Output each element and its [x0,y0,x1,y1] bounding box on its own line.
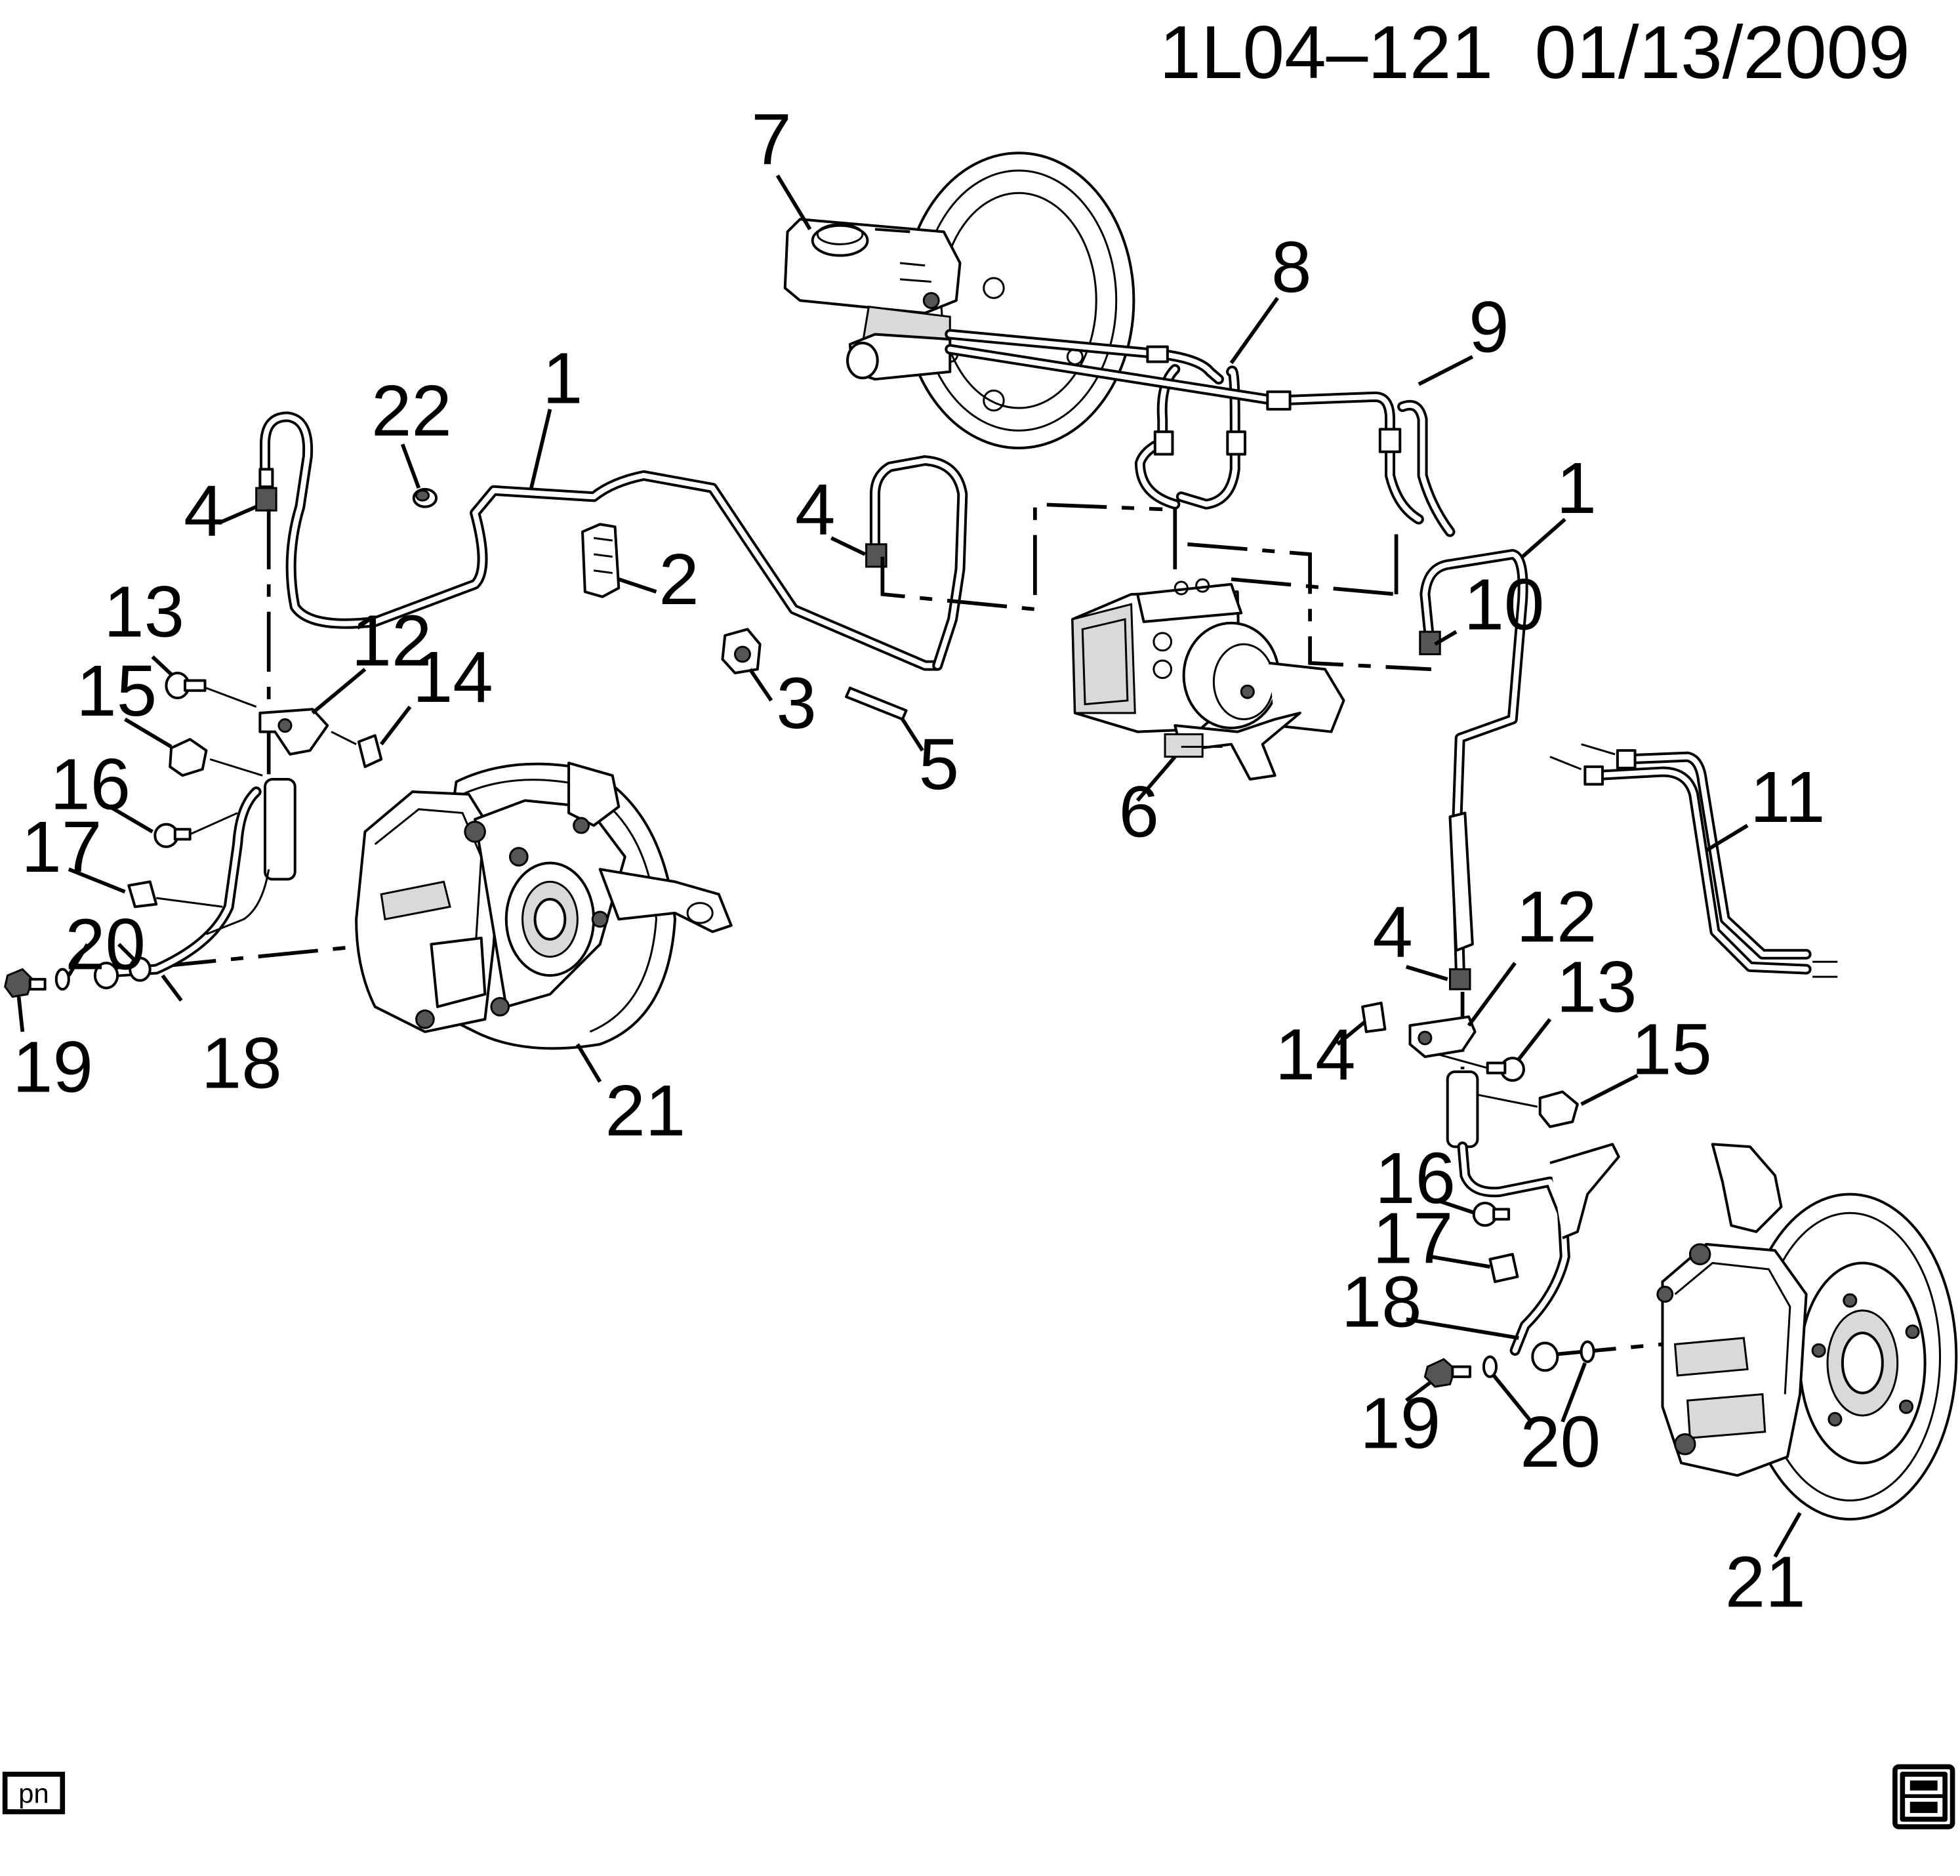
callout-3: 3 [776,663,816,744]
callout-14-right: 14 [1275,1014,1356,1095]
callout-15-left: 15 [76,651,157,731]
callout-22: 22 [371,371,452,451]
hose-sleeve-5 [846,688,906,720]
pipe-retainer-22 [414,489,436,507]
brake-pipe-8 [950,335,1245,504]
callout-5: 5 [919,724,959,805]
callout-13-right: 13 [1556,947,1637,1027]
bolt-16-right [1474,1203,1509,1225]
callout-1-right: 1 [1556,448,1596,529]
washer-20-right-a [1484,1356,1496,1376]
callout-8: 8 [1271,227,1311,308]
callout-9: 9 [1469,287,1509,367]
brake-hose-18-right [1448,1072,1619,1370]
callout-12-left: 12 [351,601,432,682]
clip-17-right [1490,1254,1517,1282]
callout-4-right: 4 [1372,892,1412,973]
callout-10: 10 [1463,564,1544,645]
callout-21-right: 21 [1725,1542,1806,1623]
brake-bracket-12-right [1410,1017,1475,1057]
clip-15-left [170,739,262,775]
drawing-id: 1L04–121 01/13/2009 [1159,11,1909,94]
bolt-19-right [1425,1359,1470,1387]
callout-18-left: 18 [201,1023,282,1104]
master-cylinder-reservoir [785,219,960,379]
callout-2: 2 [659,539,699,620]
bolt-13-left [166,673,256,706]
callout-1-left: 1 [542,338,582,418]
washer-20-left [56,969,69,989]
callout-21-left: 21 [605,1071,685,1151]
callout-leaders [16,174,1802,1558]
brake-pipe-1-left [265,417,962,665]
front-brake-assembly-21-left [356,763,731,1048]
callout-16-right: 16 [1375,1138,1456,1219]
clip-14-left [331,732,381,767]
callout-12-right: 12 [1517,877,1597,958]
washer-20-right-b [1582,1342,1594,1362]
clip-14-right [1362,1003,1385,1032]
pn-badge-label: pn [18,1778,49,1809]
brake-hose-18-left [95,779,295,988]
callout-6: 6 [1119,772,1159,853]
callout-19-right: 19 [1360,1383,1440,1463]
callout-17-right: 17 [1372,1198,1453,1278]
callout-7: 7 [751,99,791,180]
callout-13-left: 13 [104,572,184,653]
bolt-19-left [5,969,45,997]
callout-20-left: 20 [65,905,146,985]
clip-15-right [1475,1091,1578,1126]
brake-pipe-1-right [1420,554,1523,989]
brake-pipe-9 [950,349,1450,531]
pipe-clip-2 [582,524,619,597]
callout-16-left: 16 [50,744,131,825]
clip-17-left [129,882,222,907]
callout-19-left: 19 [12,1027,93,1107]
pipe-clip-3 [722,629,760,673]
front-brake-assembly-21-right [1658,1144,1956,1519]
callout-4-left: 4 [184,470,224,551]
callout-20-right: 20 [1520,1402,1601,1482]
pn-badge: pn [2,1772,66,1814]
pipe-fitting-4-left [256,469,276,510]
callout-11: 11 [1750,757,1826,838]
bolt-16-left [155,813,237,846]
abs-modulator [1072,579,1344,779]
bolt-13-right [1437,1054,1523,1080]
brake-pipe-11 [1550,744,1837,977]
callout-18-right: 18 [1341,1262,1422,1343]
callout-14-left: 14 [413,637,493,718]
gm-spo-logo-icon [1892,1764,1955,1829]
callout-15-right: 15 [1631,1009,1712,1090]
callout-17-left: 17 [21,807,102,887]
callout-4-center: 4 [795,469,835,550]
callout-numbers: 7 8 9 1 1 22 4 4 4 2 3 5 6 10 11 12 12 1… [12,99,1826,1622]
